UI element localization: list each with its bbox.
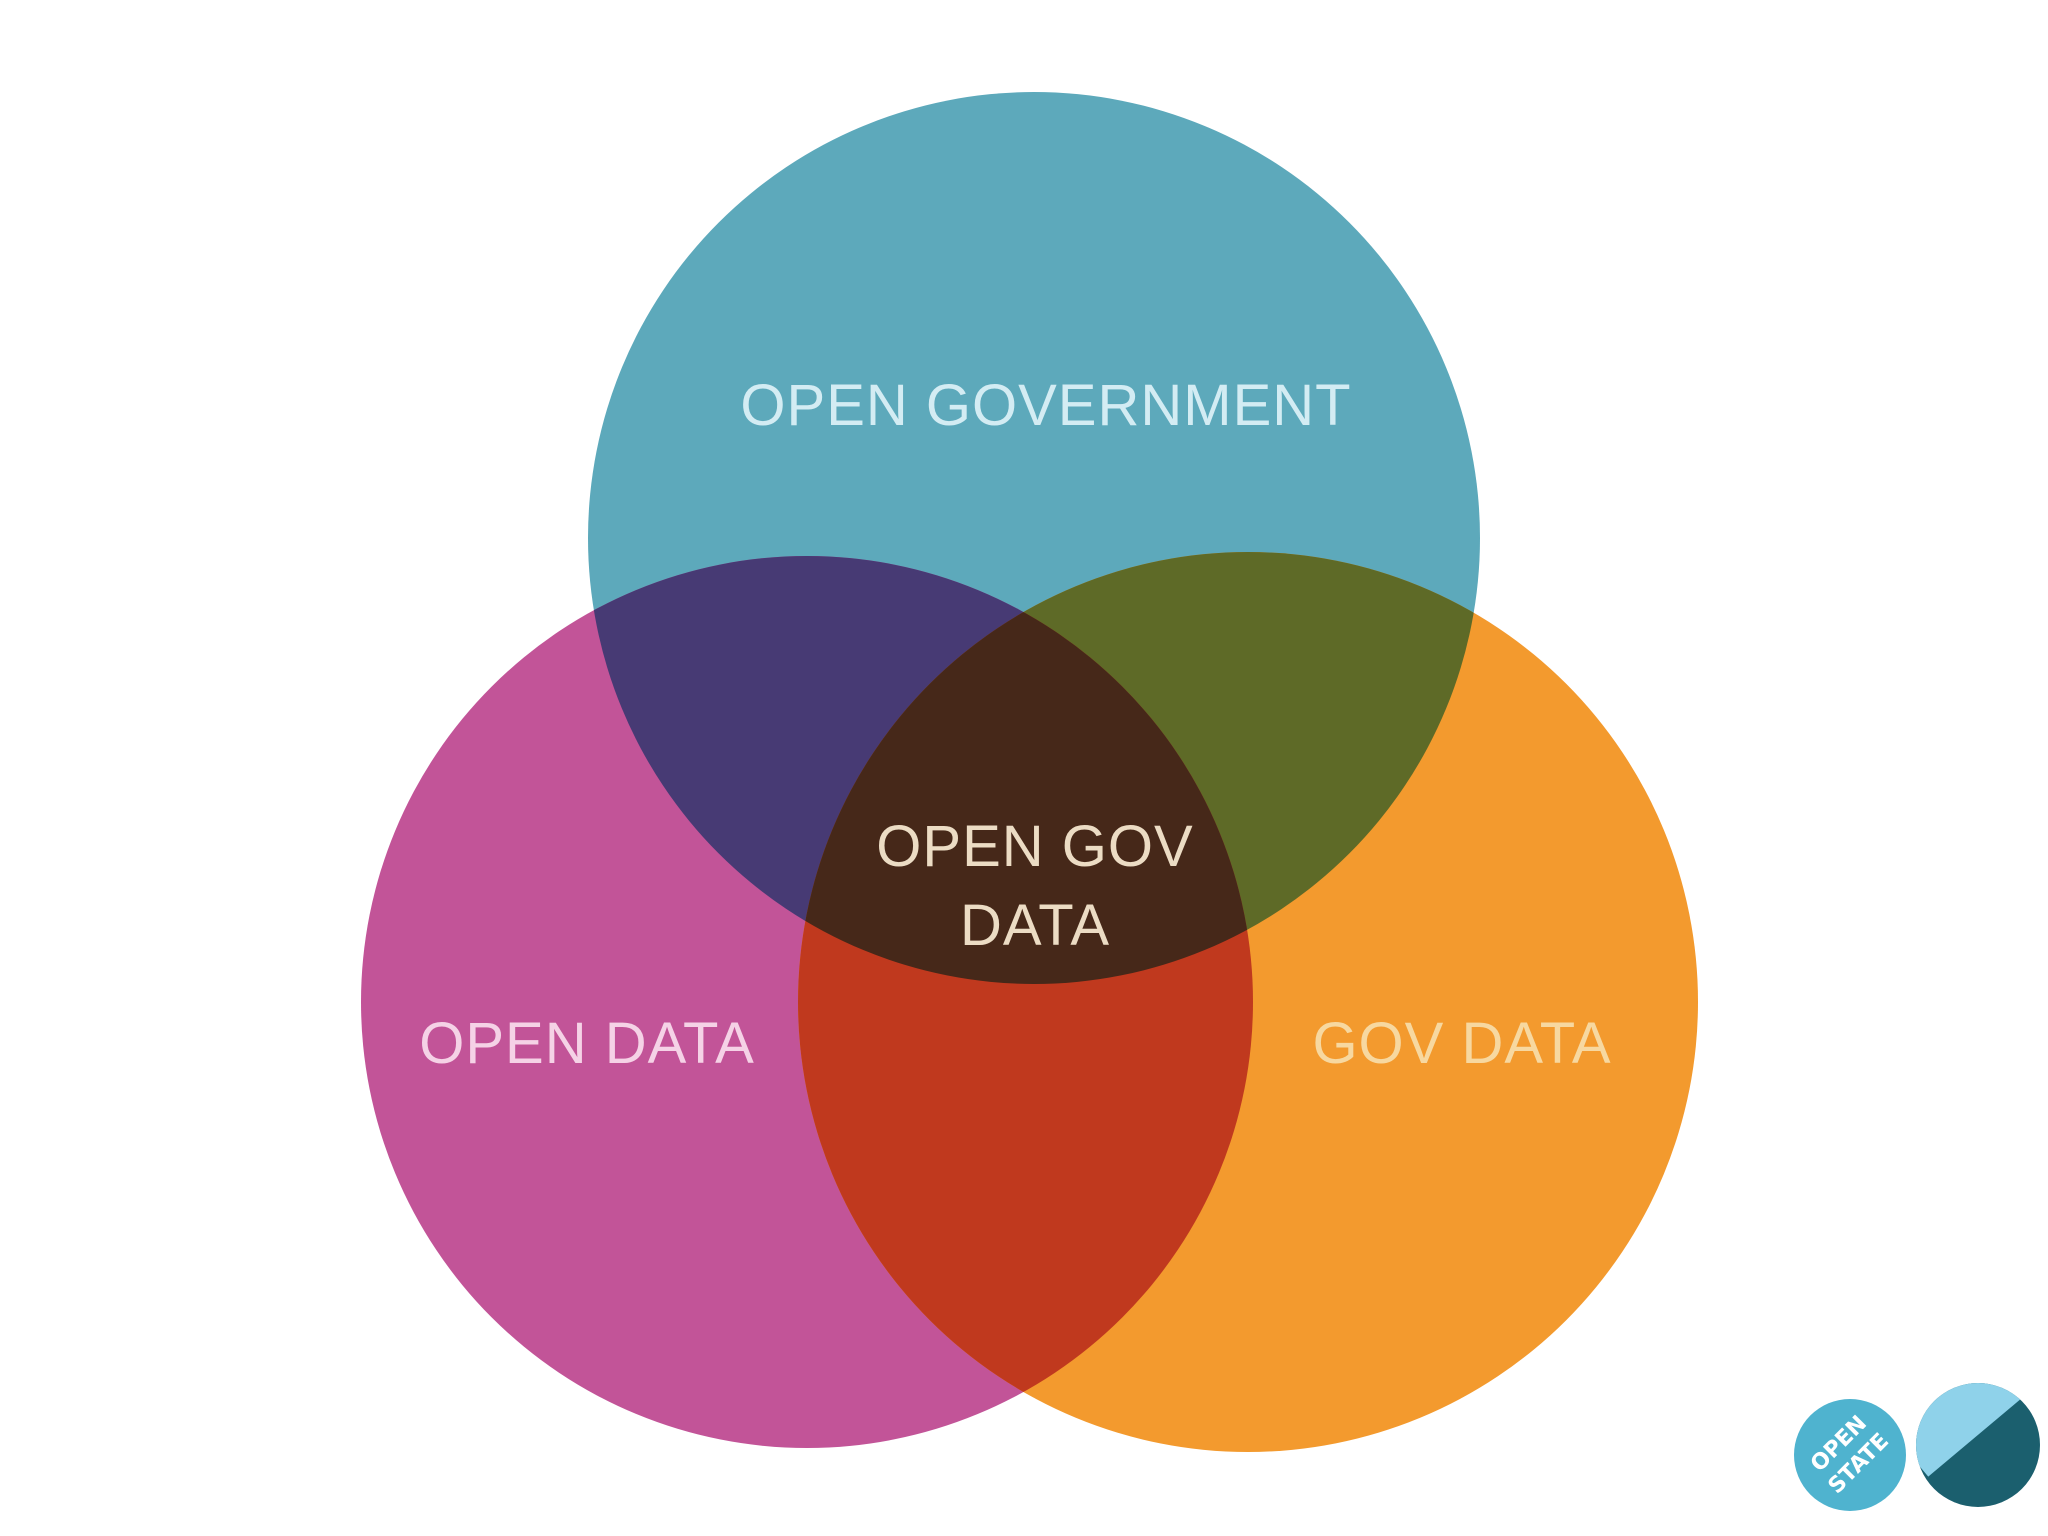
open-state-mark-icon (1916, 1383, 2040, 1507)
open-government-label: OPEN GOVERNMENT (740, 373, 1351, 438)
intersection-center (798, 556, 1253, 984)
open-state-logo: OPEN STATE (1794, 1399, 1906, 1511)
open-data-label: OPEN DATA (419, 1011, 755, 1076)
center-label-line-2: DATA (960, 893, 1110, 958)
gov-data-label: GOV DATA (1312, 1011, 1611, 1076)
center-label-line-1: OPEN GOV (876, 814, 1193, 879)
open-state-badge-icon (1794, 1399, 1906, 1511)
